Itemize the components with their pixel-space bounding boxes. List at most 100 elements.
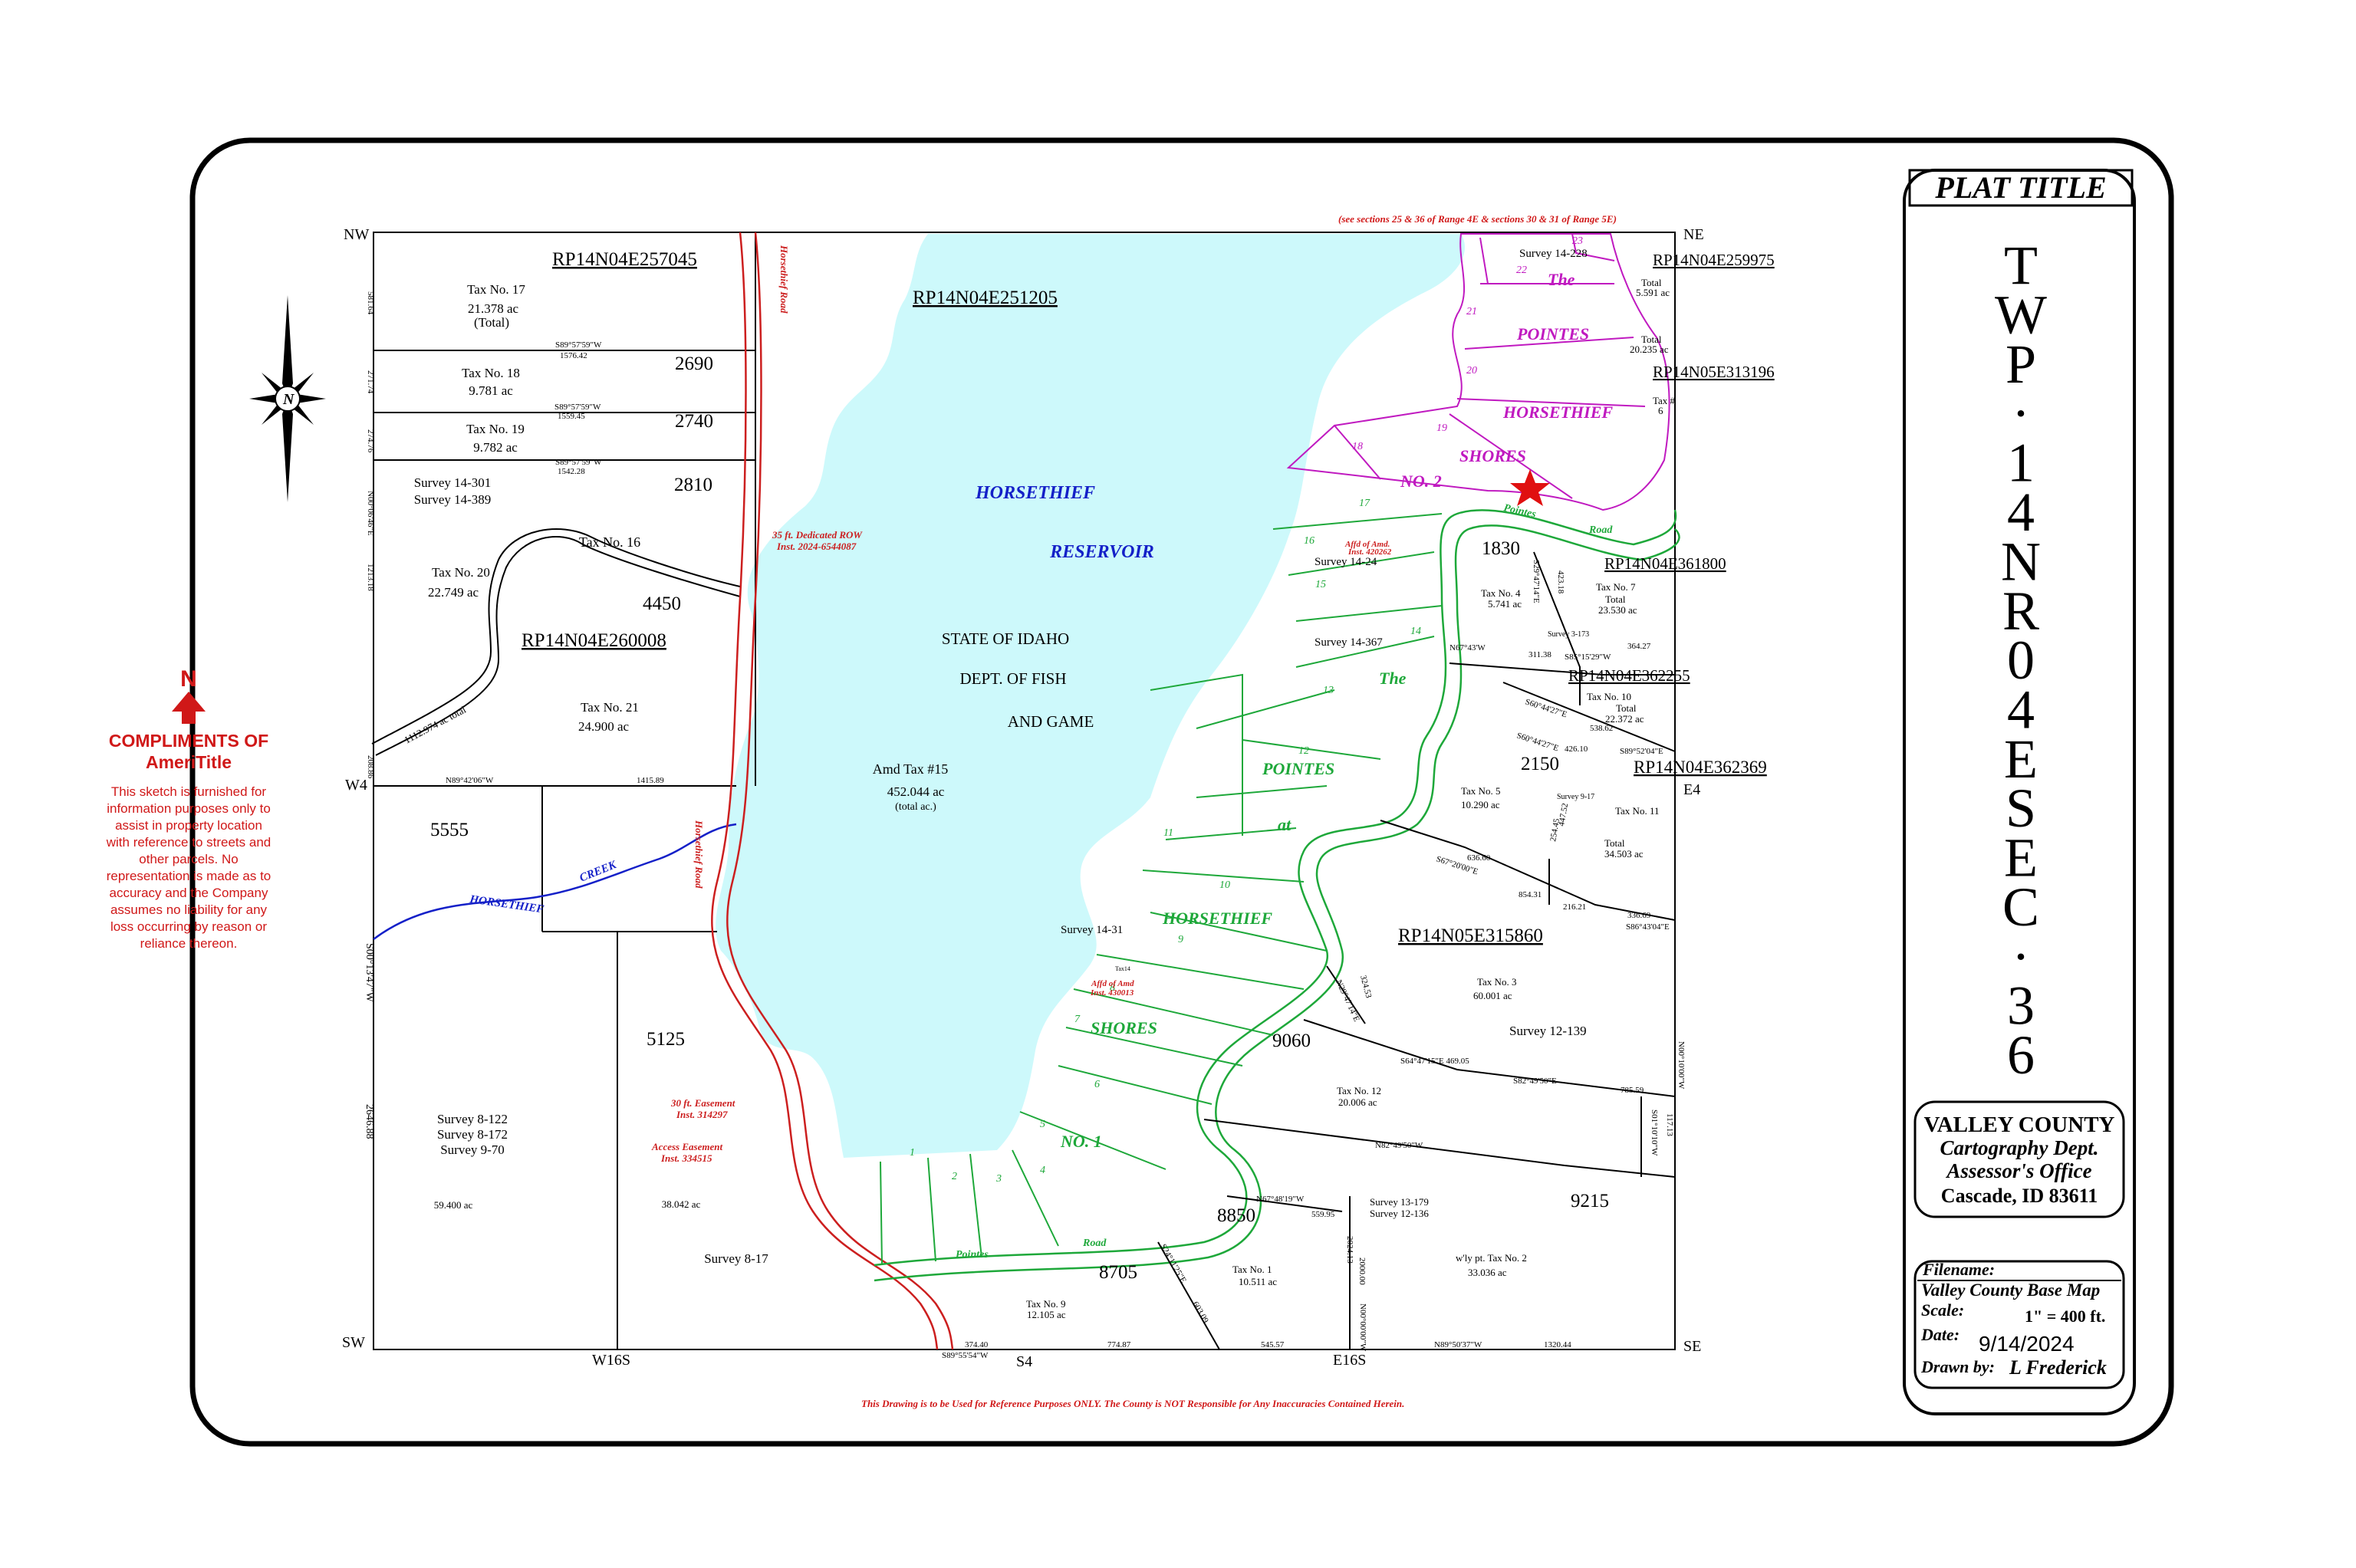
east-tax6-n: 6 xyxy=(1658,405,1663,416)
addr-9215: 9215 xyxy=(1571,1191,1609,1211)
tax2-ac: 33.036 ac xyxy=(1468,1267,1507,1278)
tax20-ac: 22.749 ac xyxy=(428,585,479,600)
amd-tax-15: Amd Tax #15 xyxy=(873,761,948,777)
corner-s4: S4 xyxy=(1016,1353,1032,1370)
tax12-ac: 20.006 ac xyxy=(1338,1096,1377,1108)
corner-nw: NW xyxy=(344,226,369,243)
plat-title-char: P xyxy=(2006,334,2036,395)
plat-title-char: S xyxy=(2006,777,2036,839)
affd-b: Affd of Amd xyxy=(1091,979,1134,988)
tax11: Tax No. 11 xyxy=(1615,805,1659,817)
survey-14-367: Survey 14-367 xyxy=(1315,636,1383,649)
survey-14-24: Survey 14-24 xyxy=(1315,556,1377,568)
compliments-line-2: AmeriTitle xyxy=(145,752,232,772)
purple-pointes: POINTES xyxy=(1516,324,1589,344)
green-at: at xyxy=(1278,815,1292,834)
row-label-1: 35 ft. Dedicated ROW xyxy=(772,529,863,541)
tax9-ac: 12.105 ac xyxy=(1027,1309,1066,1320)
filename-value: Valley County Base Map xyxy=(1921,1280,2100,1300)
scale-value: 1" = 400 ft. xyxy=(2025,1307,2105,1326)
green-lot-number: 14 xyxy=(1410,626,1421,637)
e-brg-5: S60°44'27"E xyxy=(1515,731,1560,753)
e-dist-15: 603.09 xyxy=(1190,1300,1210,1326)
tax21: Tax No. 21 xyxy=(581,700,639,715)
plat-title-char: C xyxy=(2002,876,2039,938)
compliments-disclaimer: This sketch is furnished for information… xyxy=(106,784,271,951)
county-line-1: VALLEY COUNTY xyxy=(1924,1113,2115,1137)
north-arrow-stem xyxy=(182,712,196,724)
d-6: 2000.00 xyxy=(1357,1257,1367,1285)
survey-14-301: Survey 14-301 xyxy=(414,475,492,490)
green-lot-number: 12 xyxy=(1298,745,1309,757)
pointes-road-label-4: Road xyxy=(1588,524,1613,536)
survey-9-70: Survey 9-70 xyxy=(440,1142,505,1157)
addr-2150: 2150 xyxy=(1521,754,1559,774)
addr-1830: 1830 xyxy=(1482,538,1520,559)
e-brg-v2: S01°10'10"W xyxy=(1650,1109,1659,1156)
purple-subdivision-lots xyxy=(1286,233,1670,511)
survey-12-139: Survey 12-139 xyxy=(1509,1024,1587,1038)
east-ac-20235: 20.235 ac xyxy=(1630,344,1669,355)
corner-w16s: W16S xyxy=(592,1352,630,1369)
rp-257045: RP14N04E257045 xyxy=(552,249,697,270)
reservoir-shape xyxy=(716,234,1465,1158)
e-brg-3: S60°44'27"E xyxy=(1524,697,1568,719)
tax11-ac: 34.503 ac xyxy=(1604,848,1644,860)
green-horsethief: HORSETHIEF xyxy=(1162,909,1272,928)
e-brg-2: S85°15'29"W xyxy=(1565,653,1611,662)
bearing-w: N89°42'06"W xyxy=(446,776,494,785)
green-lot-number: 17 xyxy=(1359,498,1370,509)
corner-se: SE xyxy=(1683,1338,1701,1355)
tax2: w'ly pt. Tax No. 2 xyxy=(1456,1252,1527,1264)
note-bottom: This Drawing is to be Used for Reference… xyxy=(861,1398,1404,1409)
plat-title-heading-box xyxy=(1908,169,2134,207)
east-tax6: Tax # xyxy=(1653,395,1676,406)
creek-label-1: HORSETHIEF xyxy=(468,893,545,916)
green-lot-number: 8 xyxy=(1110,982,1115,994)
green-no1: NO. 1 xyxy=(1060,1132,1102,1151)
addr-9060: 9060 xyxy=(1272,1031,1311,1051)
state-line-1: STATE OF IDAHO xyxy=(942,630,1069,648)
tax17: Tax No. 17 xyxy=(467,282,525,297)
plat-title-char: R xyxy=(2002,580,2039,642)
easement-1: 30 ft. Easement xyxy=(670,1097,735,1109)
d-2: S29°47'14"E xyxy=(1532,560,1541,603)
addr-2740: 2740 xyxy=(675,411,713,432)
addr-8705: 8705 xyxy=(1099,1262,1137,1283)
amd-total: (total ac.) xyxy=(895,801,936,813)
e-brg-10: S86°43'04"E xyxy=(1626,922,1670,932)
horsethief-road xyxy=(711,232,954,1350)
rp-361800: RP14N04E361800 xyxy=(1604,554,1726,573)
green-lot-number: 9 xyxy=(1178,934,1183,945)
plat-title-char: E xyxy=(2004,827,2038,889)
plat-title-char: · xyxy=(2012,383,2030,444)
e-dist-1: 311.38 xyxy=(1528,650,1551,659)
ameritile-note: N COMPLIMENTS OF AmeriTitle This sketch … xyxy=(90,667,287,952)
pointes-road-label-3: Pointes xyxy=(1502,502,1538,521)
survey-14-389: Survey 14-389 xyxy=(414,492,492,507)
amd-acres: 452.044 ac xyxy=(887,784,945,799)
purple-the: The xyxy=(1548,270,1575,289)
purple-lot-number: 22 xyxy=(1516,265,1527,276)
west-parcel-lines xyxy=(371,232,756,1349)
plat-title-heading: PLAT TITLE xyxy=(1934,170,2106,205)
e-brg-1: N67°43'W xyxy=(1449,643,1486,653)
compliments-line-1: COMPLIMENTS OF xyxy=(108,731,269,751)
county-line-4: Cascade, ID 83611 xyxy=(1941,1185,2098,1207)
survey-14-31: Survey 14-31 xyxy=(1061,924,1123,936)
green-pointes: POINTES xyxy=(1262,759,1334,778)
green-lot-number: 15 xyxy=(1315,579,1326,590)
north-arrow-icon xyxy=(172,692,206,712)
v-271: 271.74 xyxy=(366,370,375,394)
corner-w4: W4 xyxy=(345,777,367,794)
compass-rose: N xyxy=(249,295,326,502)
tax18-ac: 9.781 ac xyxy=(469,383,513,398)
rp-259975: RP14N04E259975 xyxy=(1653,251,1775,269)
access-easement-1: Access Easement xyxy=(651,1141,722,1152)
green-shores: SHORES xyxy=(1091,1018,1157,1037)
east-total-5591: Total xyxy=(1641,277,1662,288)
row-label-2: Inst. 2024-6544087 xyxy=(776,541,857,552)
survey-8-122: Survey 8-122 xyxy=(437,1112,508,1126)
svg-text:N: N xyxy=(282,391,295,408)
